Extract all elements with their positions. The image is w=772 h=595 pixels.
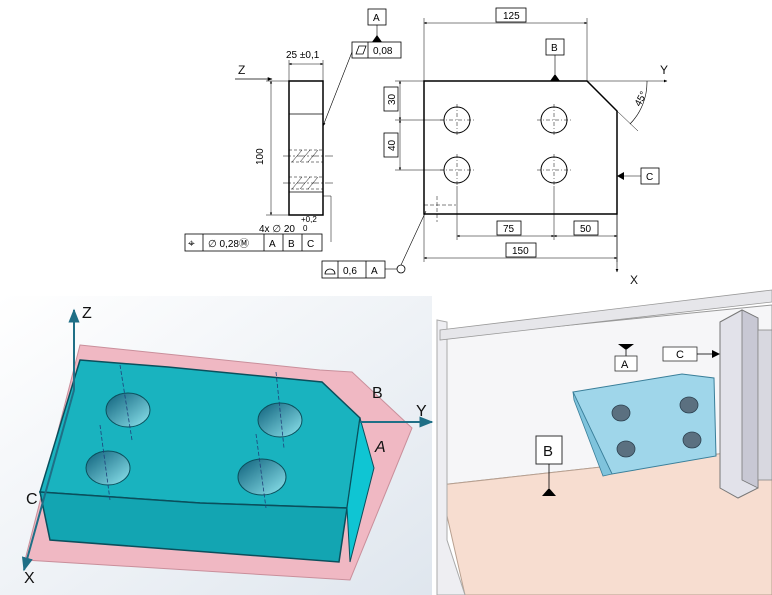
y-axis-3d-label: Y [416, 403, 427, 420]
profile-value: 0,6 [343, 266, 357, 277]
flatness-leader [322, 51, 353, 127]
position-icon: ⌖ [188, 236, 195, 250]
front-view-outline [423, 80, 618, 215]
datum-c-triangle [617, 172, 624, 180]
position-value: ∅ 0,28Ⓜ [208, 238, 249, 250]
holes [440, 104, 571, 186]
hole-callout: 4x ∅ 20 [259, 224, 295, 235]
position-datum: C [307, 239, 314, 250]
engineering-drawing: Z 25 ±0,1 100 A [184, 7, 668, 287]
datum-b-triangle [550, 74, 560, 81]
x-axis-label: X [630, 273, 638, 287]
all-around-circle [396, 264, 406, 274]
part-side-face [346, 417, 375, 563]
angle-arc [629, 80, 648, 125]
top-rail [439, 289, 772, 341]
x-axis-3d [21, 389, 75, 572]
label-c: C [26, 491, 38, 508]
profile-fcf: 0,6 A [321, 210, 427, 279]
z-axis-3d-label: Z [82, 305, 92, 322]
fixture-datum-b [535, 435, 563, 465]
angle-dim: 45° [633, 90, 650, 109]
position-datum: A [269, 239, 276, 250]
tolerance-zone-3d-view: Z Y X B A C [0, 296, 434, 595]
label-b: B [372, 385, 383, 402]
fixture-hole [682, 431, 702, 449]
hole-tol-lower: 0 [303, 224, 308, 233]
profile-leader [400, 210, 427, 266]
dim-50: 50 [580, 224, 592, 235]
part-front-face [39, 491, 348, 563]
hole-axes [99, 364, 285, 509]
datum-a-label: A [373, 13, 380, 24]
fixture-hole [679, 396, 699, 414]
part-top-face [39, 359, 361, 509]
fixture-3d-view: A C B [436, 289, 772, 595]
dim-40: 40 [387, 139, 398, 151]
fixture-datum-c-label: C [676, 349, 684, 361]
hole-3d [85, 450, 131, 486]
hole-3d [105, 392, 151, 428]
profile-icon [324, 268, 336, 275]
datum-c-label: C [646, 172, 653, 183]
left-wall [436, 319, 466, 595]
hole-tol-upper: +0,2 [301, 215, 317, 224]
fixture-hole [611, 404, 631, 422]
x-axis-3d-label: X [24, 570, 35, 587]
profile-datum: A [371, 266, 378, 277]
flatness-value: 0,08 [373, 46, 393, 57]
thickness-dim: 25 ±0,1 [286, 50, 320, 61]
hole-3d [257, 402, 303, 438]
z-axis-label: Z [238, 63, 245, 77]
position-datum: B [288, 239, 295, 250]
fixture-hole [616, 440, 636, 458]
width-top-dim: 125 [503, 11, 520, 22]
fixture-datum-a [614, 355, 638, 372]
label-a: A [374, 439, 386, 456]
dim-75: 75 [503, 224, 515, 235]
dim-150: 150 [512, 246, 529, 257]
height-dim: 100 [255, 148, 266, 165]
datum-b-label: B [551, 43, 558, 54]
y-axis-label: Y [660, 63, 668, 77]
fixture-datum-a-label: A [621, 359, 629, 371]
datum-a-triangle [372, 35, 382, 42]
position-fcf: ⌖ ∅ 0,28Ⓜ A B C [184, 233, 323, 252]
side-view: Z 25 ±0,1 100 A [184, 8, 427, 279]
fixture-datum-b-label: B [543, 443, 553, 460]
datum-c-box [640, 167, 660, 185]
front-view: 125 B Y 45° C 30 [383, 7, 668, 287]
side-view-outline [288, 80, 324, 216]
dim-30: 30 [387, 93, 398, 105]
flatness-icon [355, 45, 367, 55]
